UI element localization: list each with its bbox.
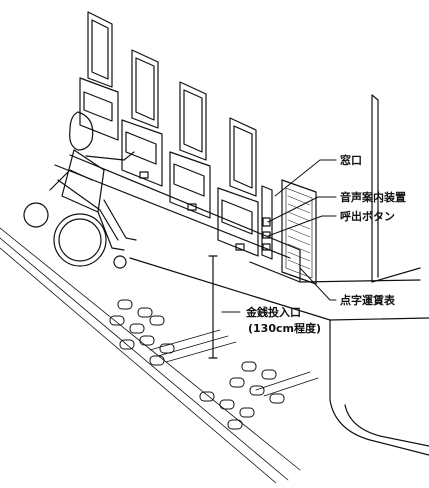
station-wall [371, 94, 421, 283]
ticket-machine-1 [79, 11, 119, 141]
counter-floor-lines [54, 154, 429, 456]
label-braille-fare-table: 点字運賃表 [340, 293, 396, 307]
leader-lines [221, 159, 337, 313]
window-panel [261, 179, 317, 285]
tactile-dots [109, 299, 285, 430]
label-call-button: 呼出ボタン [340, 209, 395, 223]
label-voice-guide: 音声案内装置 [340, 190, 406, 204]
ticket-machine-2 [121, 49, 163, 187]
height-dimension-line [208, 255, 218, 359]
label-window: 窓口 [340, 153, 362, 167]
label-coin-slot-height: (130cm程度) [248, 321, 321, 335]
ticket-machine-4 [217, 117, 259, 257]
ticket-machine-3 [169, 81, 211, 219]
wheelchair-user [23, 111, 137, 269]
label-coin-slot: 金銭投入口 [245, 305, 301, 319]
